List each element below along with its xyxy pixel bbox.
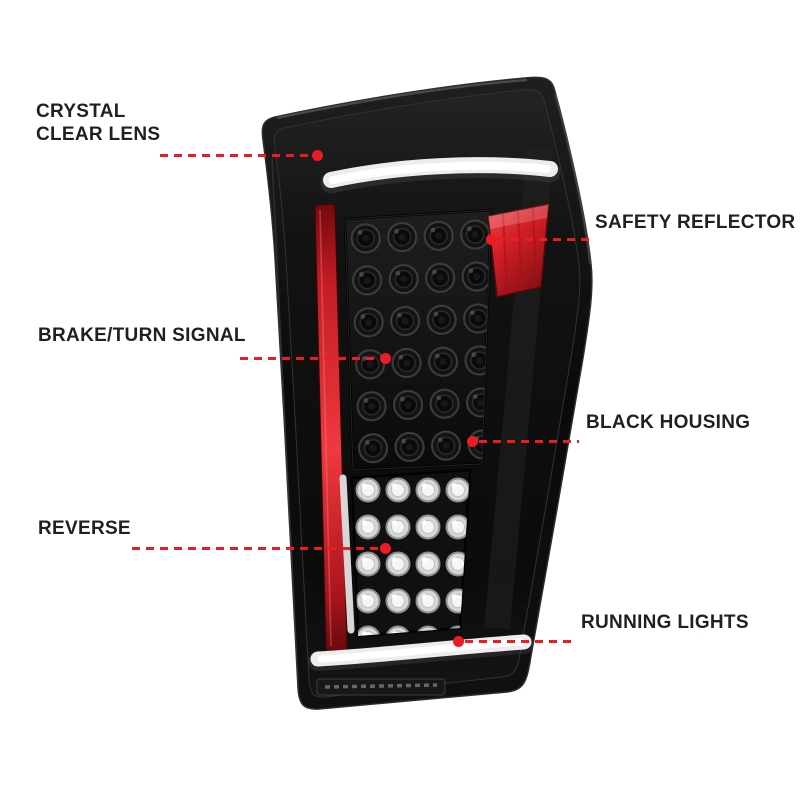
callout-reverse-line [132,547,378,550]
callout-brake-turn-signal-label: BRAKE/TURN SIGNAL [38,325,246,346]
certification-markings [324,683,438,689]
safety-reflector-ribs [502,207,537,295]
side-reflector-glint [319,209,332,647]
right-edge-highlight [553,93,592,265]
reverse-led-grid [352,470,470,636]
callout-reverse-label: REVERSE [38,518,131,539]
side-light-bar [339,474,355,634]
callout-reverse-dot [380,543,391,554]
callout-running-lights-label: RUNNING LIGHTS [581,612,749,633]
callout-safety-reflector-line [497,238,592,241]
callout-black-housing-label: BLACK HOUSING [586,412,751,433]
callout-safety-reflector-label: SAFETY REFLECTOR [595,212,796,233]
left-edge-highlight [271,157,299,685]
top-light-bar-core [329,161,551,184]
tail-light-image [261,76,593,710]
brake-led-panel-rim [344,209,492,471]
callout-brake-turn-signal-line [240,357,378,360]
callout-running-lights-dot [453,636,464,647]
callout-brake-turn-signal-dot [380,353,391,364]
callout-crystal-clear-lens-line [160,154,313,157]
callout-black-housing-dot [467,436,478,447]
lens-reflection [484,146,553,630]
bottom-light-bar-core [317,638,525,663]
callout-crystal-clear-lens-label: CRYSTAL CLEAR LENS [36,101,161,145]
safety-reflector-glint [488,204,549,229]
callout-running-lights-line [465,640,573,643]
callout-black-housing-line [479,440,579,443]
brake-led-grid [345,210,491,470]
callout-crystal-clear-lens-dot [312,150,323,161]
top-edge-highlight [276,78,528,120]
callout-safety-reflector-dot [486,234,497,245]
